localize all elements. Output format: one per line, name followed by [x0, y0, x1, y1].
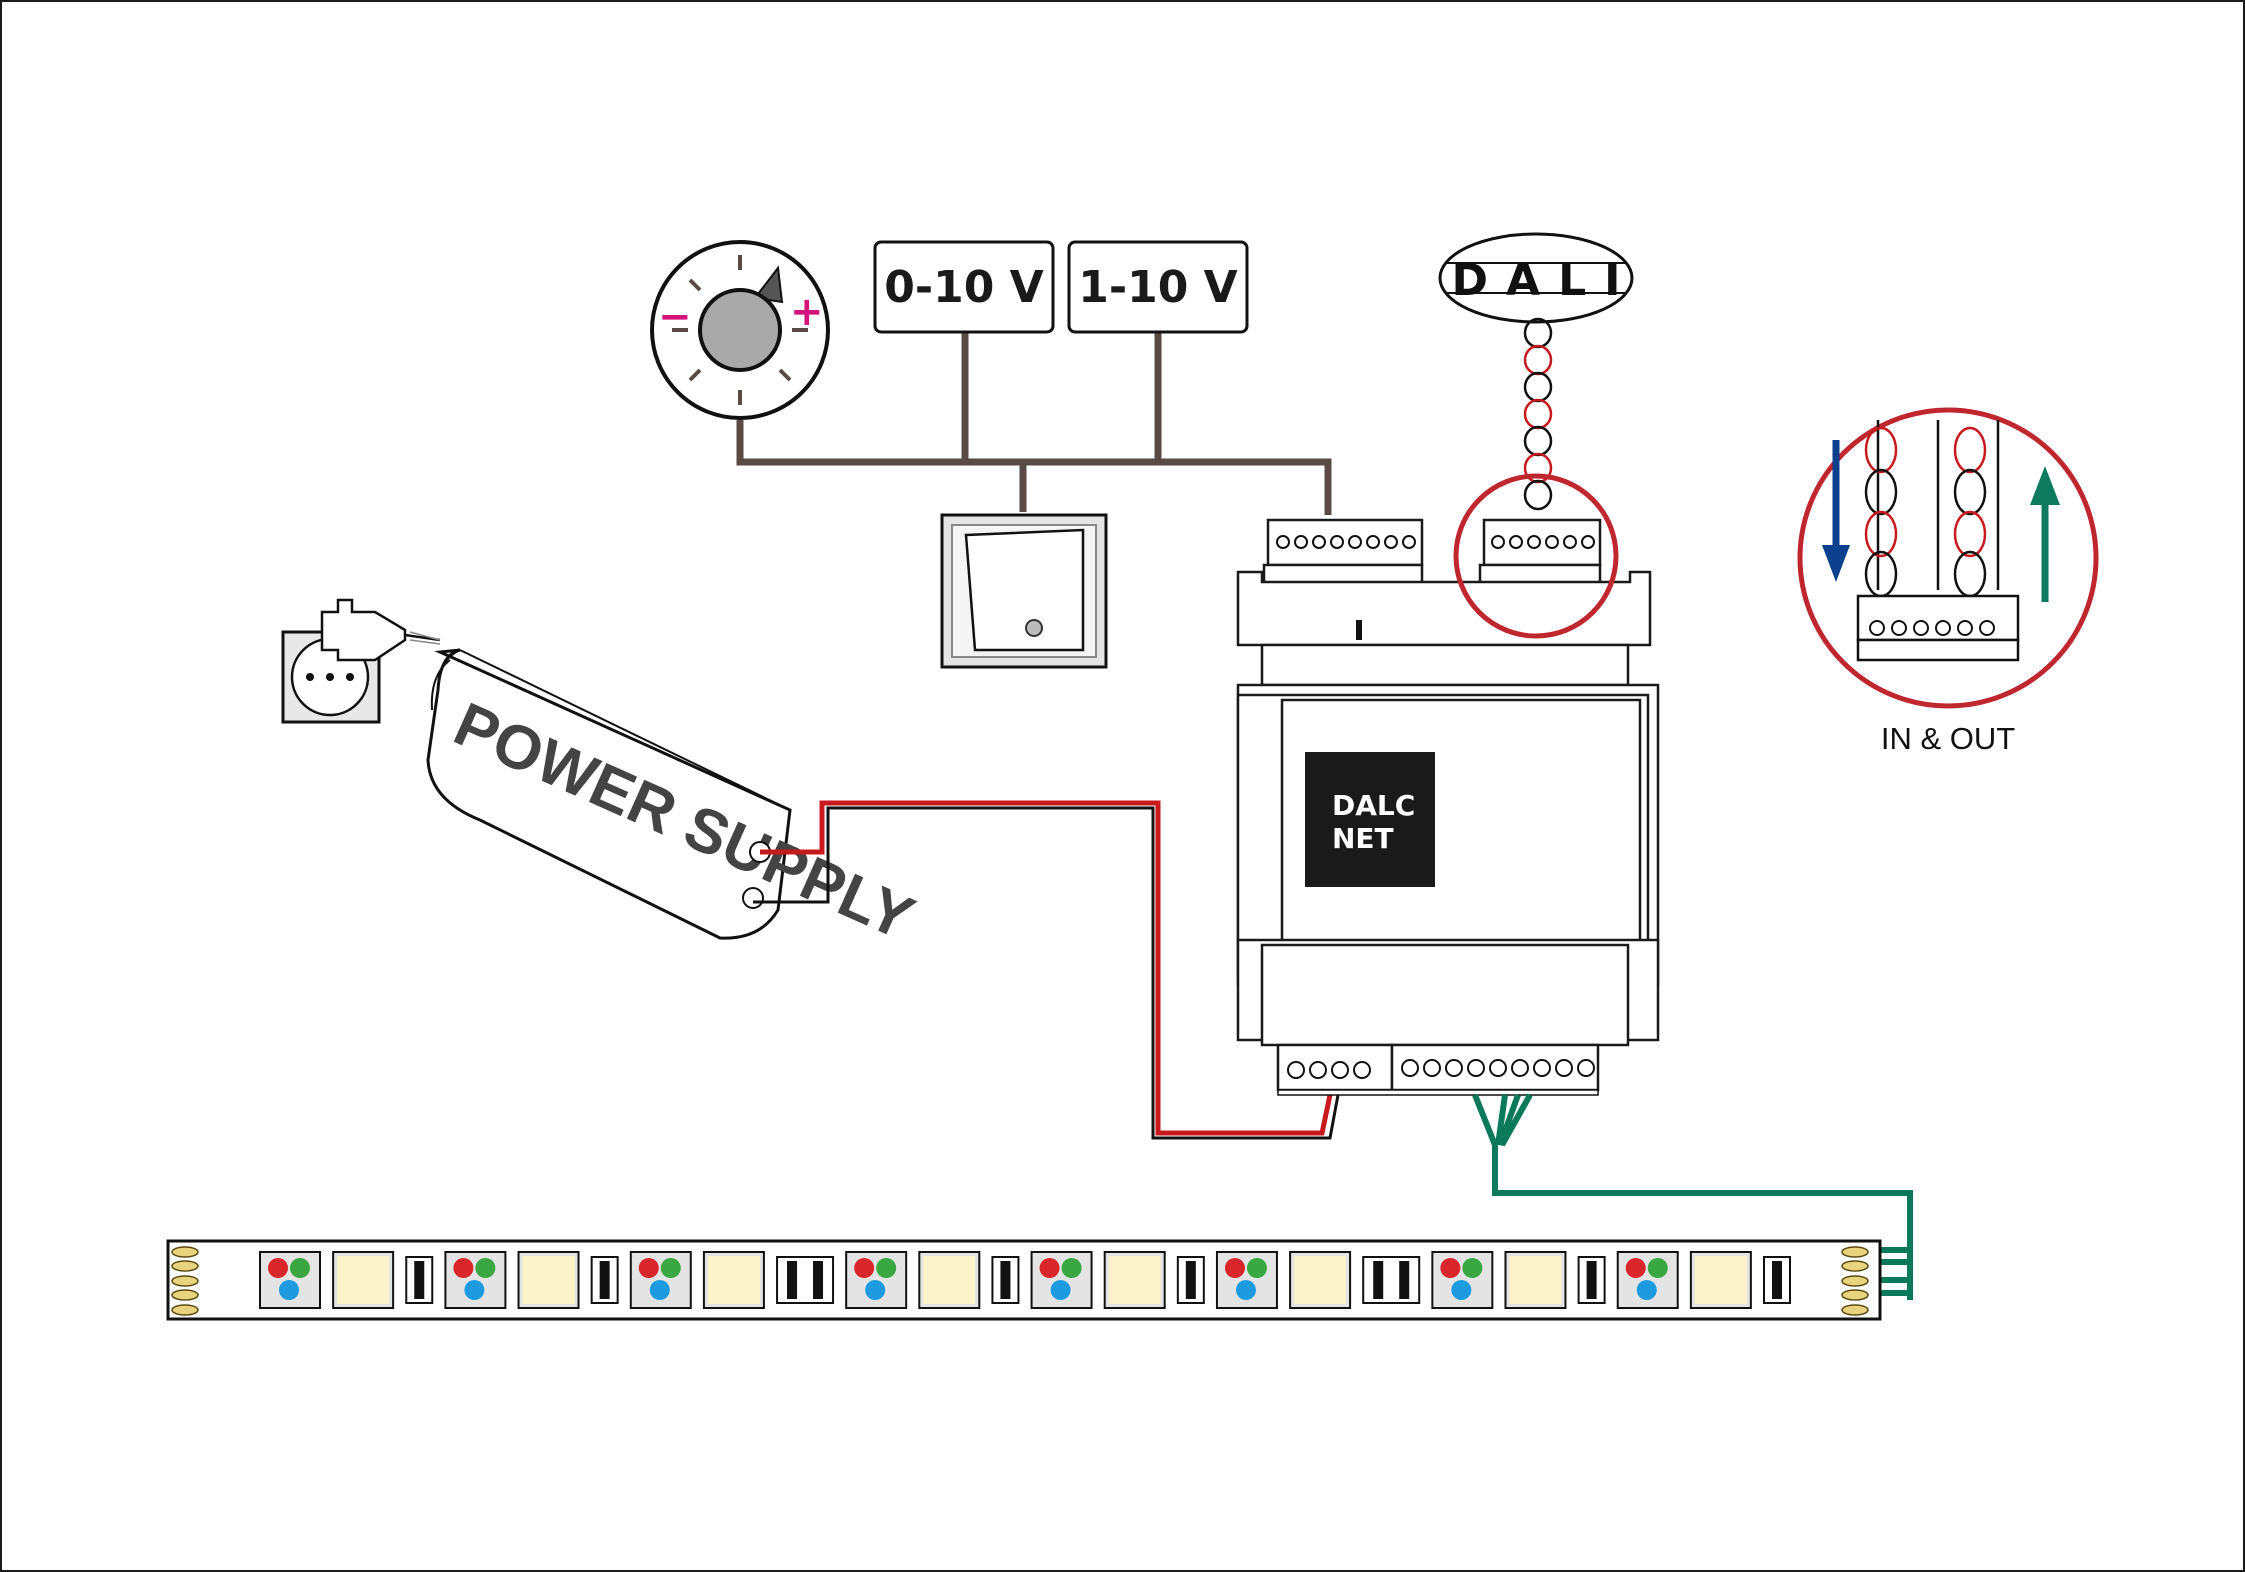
- warm-white-led-chip: [1504, 1251, 1567, 1309]
- resistor: [1577, 1256, 1606, 1304]
- dalcnet-controller: DALC NET: [1236, 518, 1660, 1096]
- dali-logo: DALI: [1438, 232, 1639, 324]
- rgb-led-chip: [629, 1251, 692, 1309]
- arrow-up-icon: [2030, 466, 2060, 602]
- resistor: [1176, 1256, 1205, 1304]
- rgb-led-chip: [1616, 1251, 1679, 1309]
- rgb-led-chip: [845, 1251, 908, 1309]
- rgb-led-chip: [1431, 1251, 1494, 1309]
- warm-white-led-chip: [1103, 1251, 1166, 1309]
- dali-twisted-pair: [1523, 317, 1553, 511]
- control-bus-wires: [736, 330, 1332, 515]
- led-signal-wires: [1472, 1093, 1913, 1300]
- label-box-0-10v: 0-10 V: [873, 240, 1055, 334]
- label-box-1-10v: 1-10 V: [1067, 240, 1249, 334]
- warm-white-led-chip: [517, 1251, 580, 1309]
- in-out-detail: IN & OUT: [1797, 407, 2099, 756]
- resistor: [991, 1256, 1020, 1304]
- potentiometer-knob-icon: − +: [650, 240, 830, 420]
- label-0-10v: 0-10 V: [884, 262, 1043, 313]
- resistor: [590, 1256, 619, 1304]
- resistor-pair: [776, 1256, 835, 1304]
- dalcnet-label-line2: NET: [1332, 822, 1394, 855]
- dali-terminal-highlight: [1453, 473, 1619, 639]
- rgb-led-chip: [1215, 1251, 1278, 1309]
- dali-label: DALI: [1452, 255, 1639, 306]
- warm-white-led-chip: [1289, 1251, 1352, 1309]
- rgb-led-chip: [1030, 1251, 1093, 1309]
- rgb-led-chip: [259, 1251, 321, 1309]
- warm-white-led-chip: [918, 1251, 981, 1309]
- mains-plug-icon: [320, 598, 441, 662]
- led-strip: [166, 1239, 1882, 1321]
- warm-white-led-chip: [702, 1251, 765, 1309]
- dalcnet-label-line1: DALC: [1332, 789, 1415, 822]
- warm-white-led-chip: [1689, 1251, 1752, 1309]
- rgb-led-chip: [444, 1251, 507, 1309]
- knob-plus-sign: +: [790, 289, 824, 335]
- warm-white-led-chip: [332, 1251, 395, 1309]
- arrow-down-icon: [1822, 440, 1850, 582]
- power-wires: [753, 800, 1340, 1140]
- dalcnet-logo: [1305, 752, 1435, 887]
- wall-socket-icon: [281, 630, 381, 724]
- knob-minus-sign: −: [658, 294, 692, 340]
- resistor-pair: [1362, 1256, 1421, 1304]
- wall-switch-icon: [940, 513, 1108, 669]
- resistor: [405, 1256, 434, 1304]
- resistor: [1763, 1256, 1791, 1304]
- label-1-10v: 1-10 V: [1078, 262, 1237, 313]
- in-out-label: IN & OUT: [1881, 721, 2015, 756]
